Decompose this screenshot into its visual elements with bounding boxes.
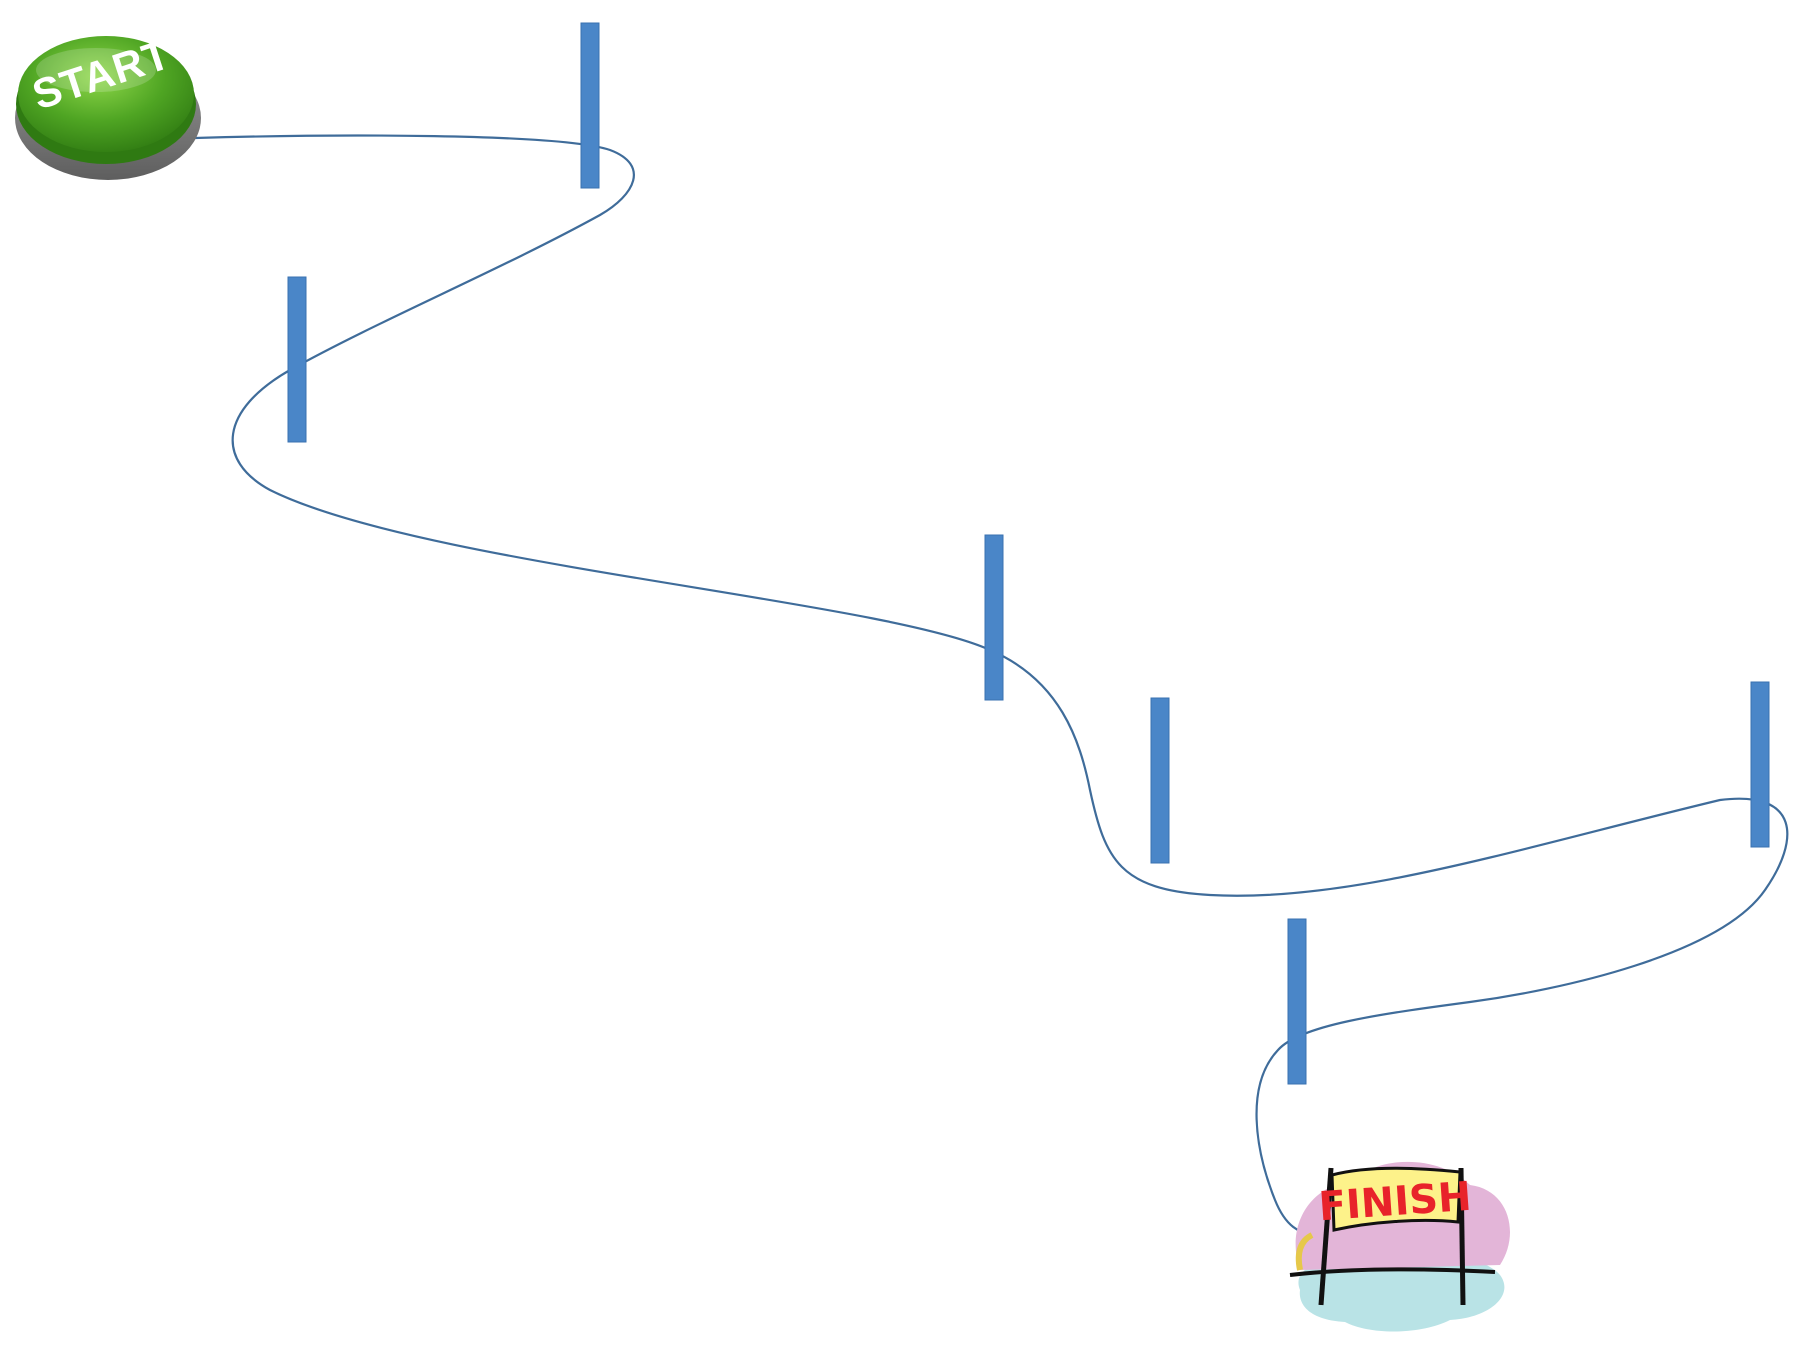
- gate-6: [1287, 918, 1307, 1085]
- gate-1: [580, 22, 600, 189]
- gate-2: [287, 276, 307, 443]
- gate-5: [1750, 681, 1770, 848]
- course-path: [194, 134, 1789, 1234]
- finish-label: FINISH: [1317, 1174, 1473, 1231]
- finish-flag-icon: FINISH: [1289, 1161, 1510, 1332]
- start-button[interactable]: START: [15, 30, 201, 180]
- gate-4: [1150, 697, 1170, 864]
- gate-3: [984, 534, 1004, 701]
